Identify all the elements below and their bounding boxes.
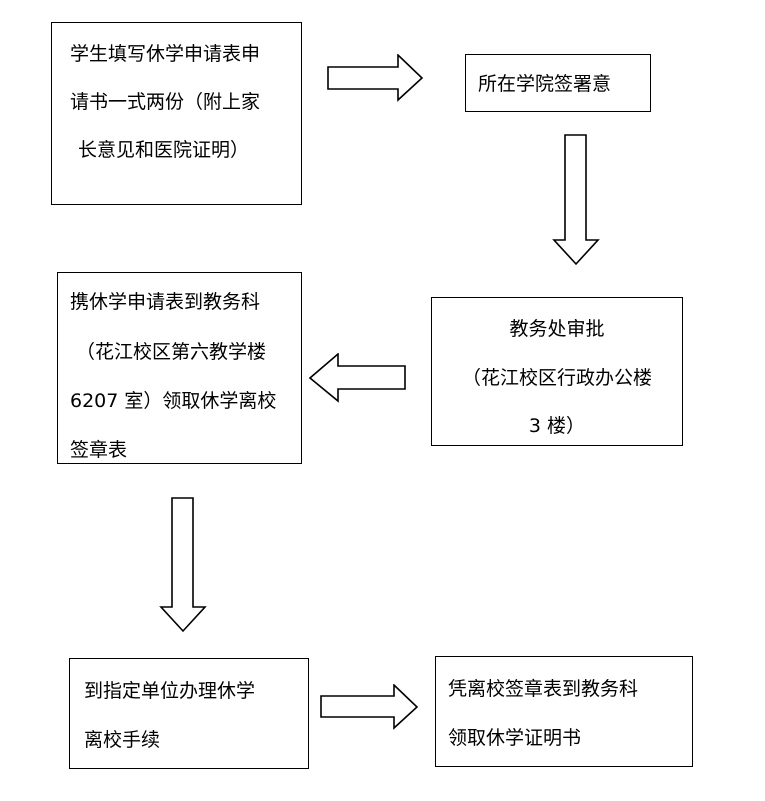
step-leaving-line-2: 离校手续: [84, 729, 161, 751]
step-collect-form-line-4: 签章表: [70, 439, 128, 461]
step-apply-line-3: 长意见和医院证明）: [78, 139, 250, 161]
step-college-sign-box: 所在学院签署意: [465, 54, 651, 112]
step-collect-form-line-3: 6207 室）领取休学离校: [70, 390, 277, 412]
arrow-right-icon: [327, 54, 424, 102]
step-approve-line-3: 3 楼）: [528, 415, 586, 437]
step-collect-form-line-1: 携休学申请表到教务科: [70, 291, 261, 313]
step-college-sign-line-1: 所在学院签署意: [478, 73, 612, 95]
step-approve-line-2: （花江校区行政办公楼: [461, 367, 652, 389]
arrow-down-icon: [159, 497, 207, 633]
step-certificate-line-2: 领取休学证明书: [448, 727, 582, 749]
step-approve-line-1: 教务处审批: [509, 318, 605, 340]
step-certificate-box: 凭离校签章表到教务科 领取休学证明书: [435, 656, 693, 767]
arrow-right-icon: [320, 684, 419, 730]
step-apply-line-1: 学生填写休学申请表申: [70, 43, 261, 65]
step-leaving-line-1: 到指定单位办理休学: [84, 680, 256, 702]
step-apply-line-2: 请书一式两份（附上家: [70, 91, 261, 113]
step-collect-form-line-2: （花江校区第六教学楼: [76, 341, 267, 363]
step-apply-box: 学生填写休学申请表申 请书一式两份（附上家 长意见和医院证明）: [51, 22, 302, 205]
step-collect-form-box: 携休学申请表到教务科 （花江校区第六教学楼 6207 室）领取休学离校 签章表: [57, 272, 302, 464]
step-certificate-line-1: 凭离校签章表到教务科: [448, 678, 639, 700]
step-academic-affairs-approve-box: 教务处审批 （花江校区行政办公楼 3 楼）: [431, 297, 683, 446]
step-leaving-procedures-box: 到指定单位办理休学 离校手续: [69, 658, 309, 769]
arrow-down-icon: [552, 134, 600, 266]
arrow-left-icon: [309, 353, 406, 403]
